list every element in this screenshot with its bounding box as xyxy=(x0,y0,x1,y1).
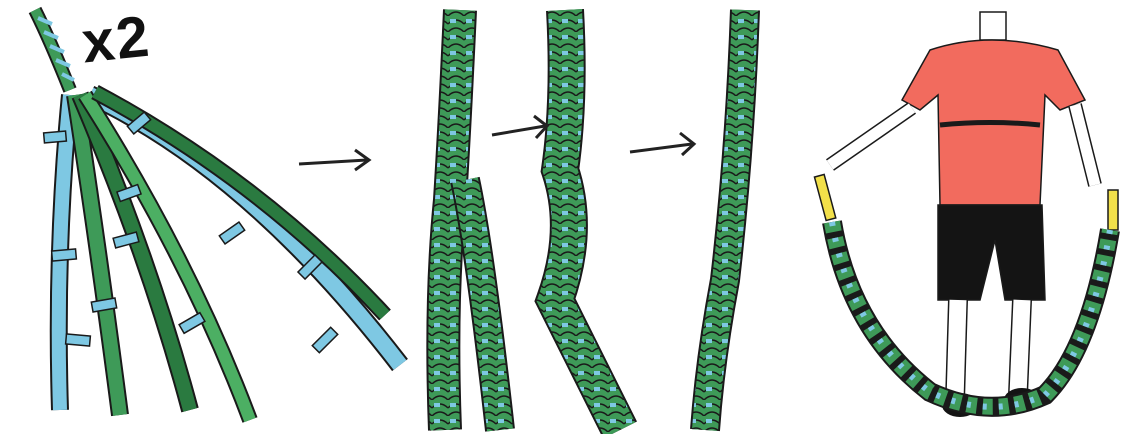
rope-handle-left xyxy=(814,174,835,220)
braids-panel xyxy=(400,0,780,434)
braids-drawing xyxy=(400,0,780,434)
strands-panel: x2 xyxy=(0,0,420,434)
rope-handle-right xyxy=(1108,190,1118,230)
top-braid xyxy=(35,10,74,90)
final-braid xyxy=(705,10,745,430)
shorts xyxy=(938,205,1045,300)
arrow-right-icon xyxy=(295,140,385,180)
arrow-right-icon xyxy=(492,116,547,138)
braid-pair xyxy=(443,10,500,430)
person-panel xyxy=(790,0,1125,434)
multiplier-label: x2 xyxy=(79,3,154,77)
neck xyxy=(980,12,1006,40)
person-drawing xyxy=(790,0,1125,434)
twisted-braid xyxy=(555,10,620,430)
strands-drawing xyxy=(0,0,420,434)
arrow-right-icon xyxy=(630,133,694,155)
